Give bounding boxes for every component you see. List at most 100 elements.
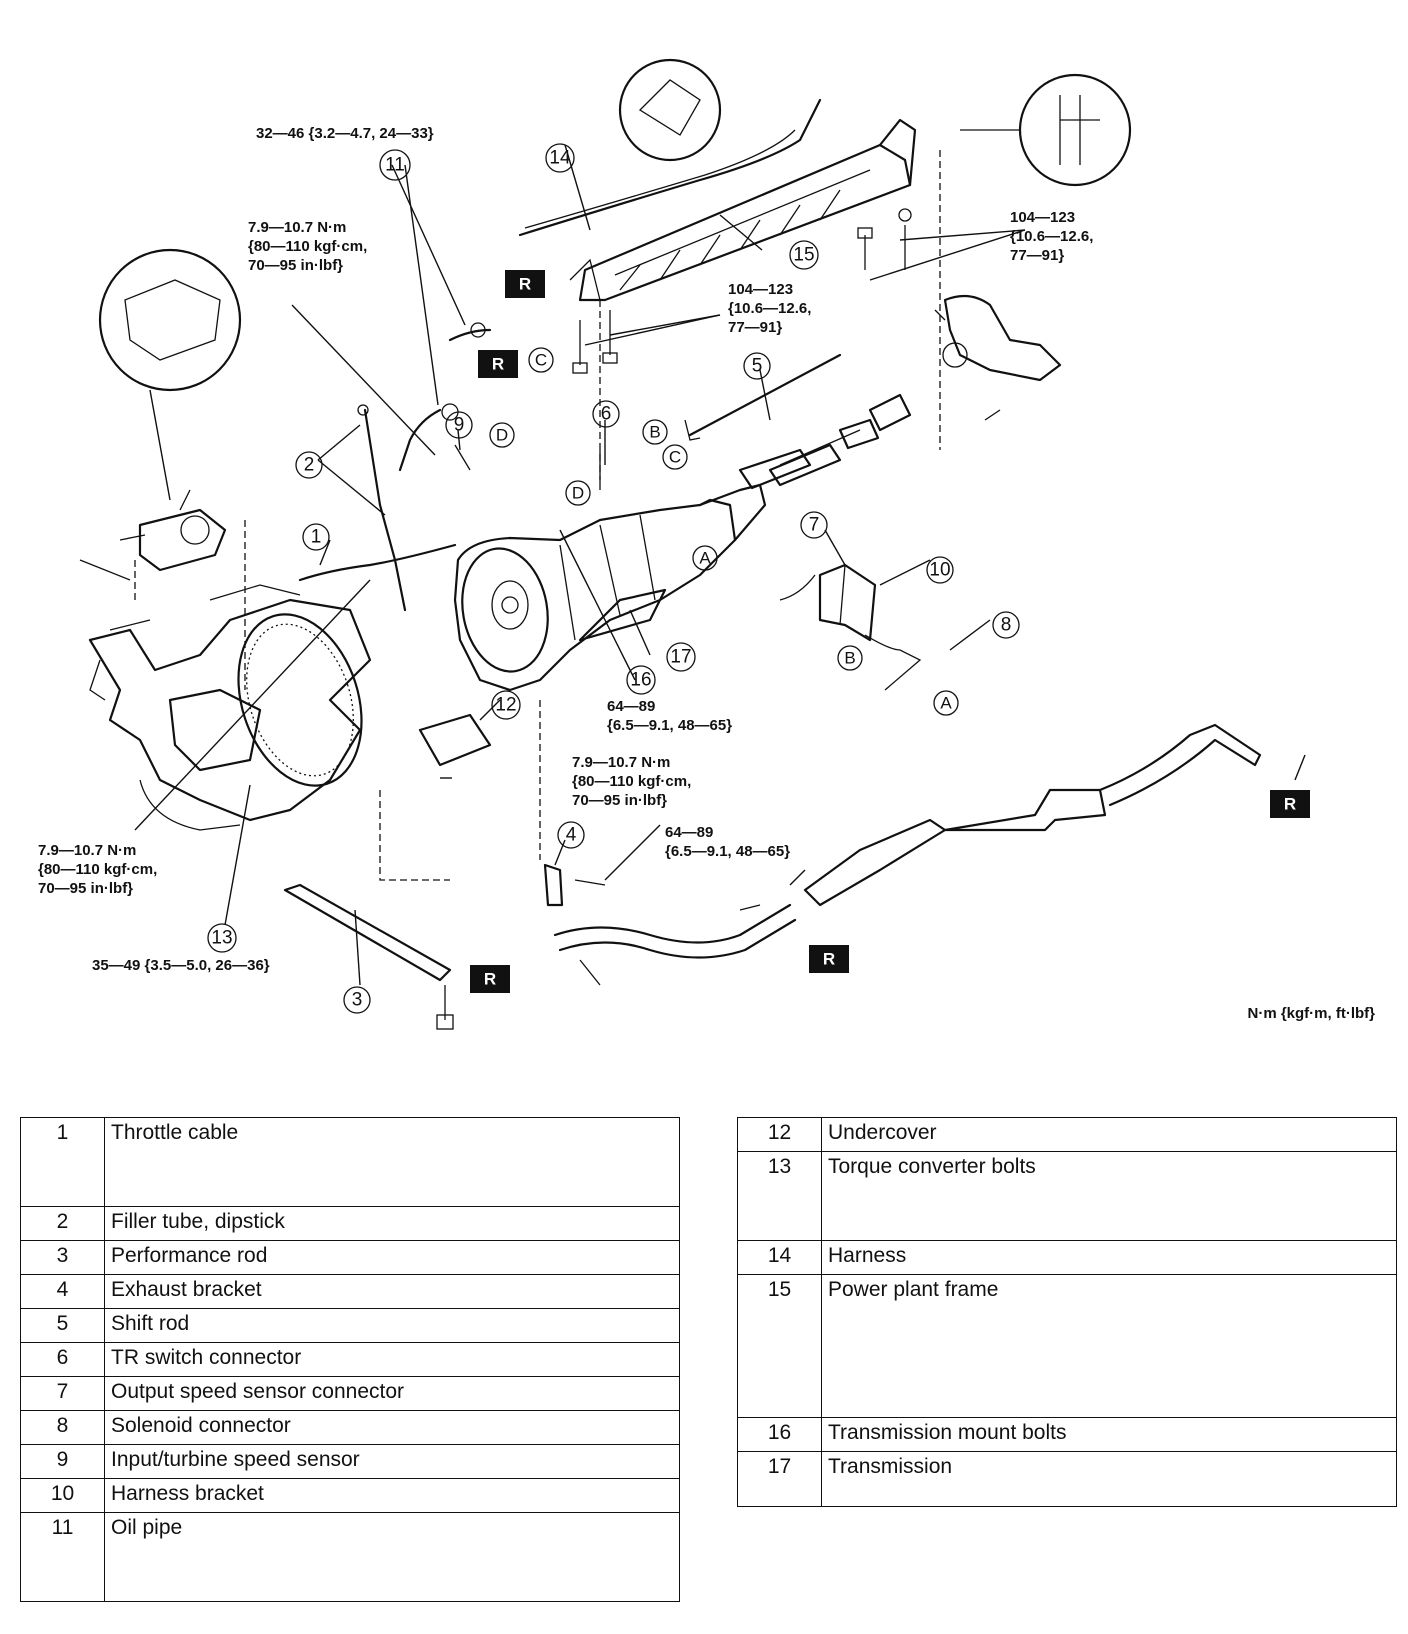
torque-filler-tube-line3: 70—95 in·lbf} [248,257,343,274]
legend-number: 4 [20,1274,105,1309]
legend-number: 13 [737,1151,822,1241]
callout-16: 16 [626,665,656,695]
svg-text:C: C [669,448,681,467]
torque-frame-upper-line2: {10.6—12.6, [1010,228,1093,245]
torque-frame-upper-line1: 104—123 [1010,209,1075,226]
legend-label: Harness [821,1240,1397,1275]
svg-text:A: A [940,694,952,713]
svg-text:4: 4 [566,825,577,846]
callout-15: 15 [789,240,819,270]
torque-converter-bolts-line2: {80—110 kgf·cm, [38,861,157,878]
torque-performance-rod: 35—49 {3.5—5.0, 26—36} [92,957,270,974]
detail-view-upper [618,58,722,162]
throttle-cable [298,543,457,582]
harness [518,98,822,237]
legend-label: Torque converter bolts [821,1151,1397,1241]
svg-text:14: 14 [549,148,571,169]
legend-label: Harness bracket [104,1478,680,1513]
replace-marker-upper: R [505,270,545,298]
callout-8: 8 [992,611,1020,639]
legend-label: Oil pipe [104,1512,680,1602]
legend-label: Transmission [821,1451,1397,1507]
legend-number: 7 [20,1376,105,1411]
ref-a-connector: A [933,690,959,716]
svg-text:17: 17 [670,647,691,668]
svg-text:A: A [699,549,711,568]
torque-filler-tube-line1: 7.9—10.7 N·m [248,219,346,236]
svg-text:B: B [649,423,660,442]
leader-lines [134,144,1306,986]
svg-text:11: 11 [385,155,405,176]
svg-text:R: R [519,275,531,294]
reference-letters: A A B B C C D D [489,347,959,716]
svg-text:D: D [496,426,508,445]
svg-text:12: 12 [495,695,516,716]
legend-label: Input/turbine speed sensor [104,1444,680,1479]
svg-text:R: R [1284,795,1296,814]
torque-filler-tube-line2: {80—110 kgf·cm, [248,238,367,255]
svg-text:6: 6 [601,404,612,425]
legend-number: 12 [737,1117,822,1152]
torque-frame-lower-line1: 104—123 [728,281,793,298]
svg-text:C: C [535,351,547,370]
callout-13: 13 [207,923,237,953]
svg-text:7: 7 [809,515,820,536]
callout-2: 2 [295,451,323,479]
legend-number: 14 [737,1240,822,1275]
torque-undercover-line3: 70—95 in·lbf} [572,792,667,809]
svg-text:R: R [823,950,835,969]
replace-markers: R R R R R [470,270,1310,993]
svg-text:2: 2 [304,455,315,476]
svg-text:15: 15 [793,245,814,266]
legend-label: Performance rod [104,1240,680,1275]
legend-label: Shift rod [104,1308,680,1343]
ref-a-transmission: A [692,545,718,571]
torque-mount-bolts-line1: 64—89 [607,698,655,715]
legend-number: 17 [737,1451,822,1507]
callout-9: 9 [445,411,473,439]
svg-text:16: 16 [630,670,651,691]
legend-number: 3 [20,1240,105,1275]
propeller-shaft [738,393,912,490]
bolts [79,208,1001,986]
legend-label: TR switch connector [104,1342,680,1377]
legend-number: 15 [737,1274,822,1418]
ref-d-transmission: D [565,480,591,506]
torque-frame-upper-line3: 77—91} [1010,247,1064,264]
performance-rod [283,883,454,1030]
svg-text:R: R [492,355,504,374]
legend-number: 11 [20,1512,105,1602]
torque-oil-pipe: 32—46 {3.2—4.7, 24—33} [256,125,434,142]
legend-label: Output speed sensor connector [104,1376,680,1411]
replace-marker-mid: R [478,350,518,378]
harness-bracket [779,563,922,691]
torque-undercover-line1: 7.9—10.7 N·m [572,754,670,771]
flex-plate [237,613,363,787]
ref-b-transmission: B [642,419,668,445]
units-note: N·m {kgf·m, ft·lbf} [1248,1005,1376,1022]
differential [934,294,1062,382]
legend-label: Exhaust bracket [104,1274,680,1309]
svg-text:8: 8 [1001,615,1012,636]
callout-4: 4 [557,821,585,849]
legend-number: 8 [20,1410,105,1445]
callout-6: 6 [592,400,620,428]
ref-d-pipe: D [489,422,515,448]
svg-text:B: B [844,649,855,668]
torque-undercover-line2: {80—110 kgf·cm, [572,773,691,790]
ref-b-bracket: B [837,645,863,671]
callout-17: 17 [666,642,696,672]
undercover [418,713,492,767]
svg-text:5: 5 [752,356,763,377]
